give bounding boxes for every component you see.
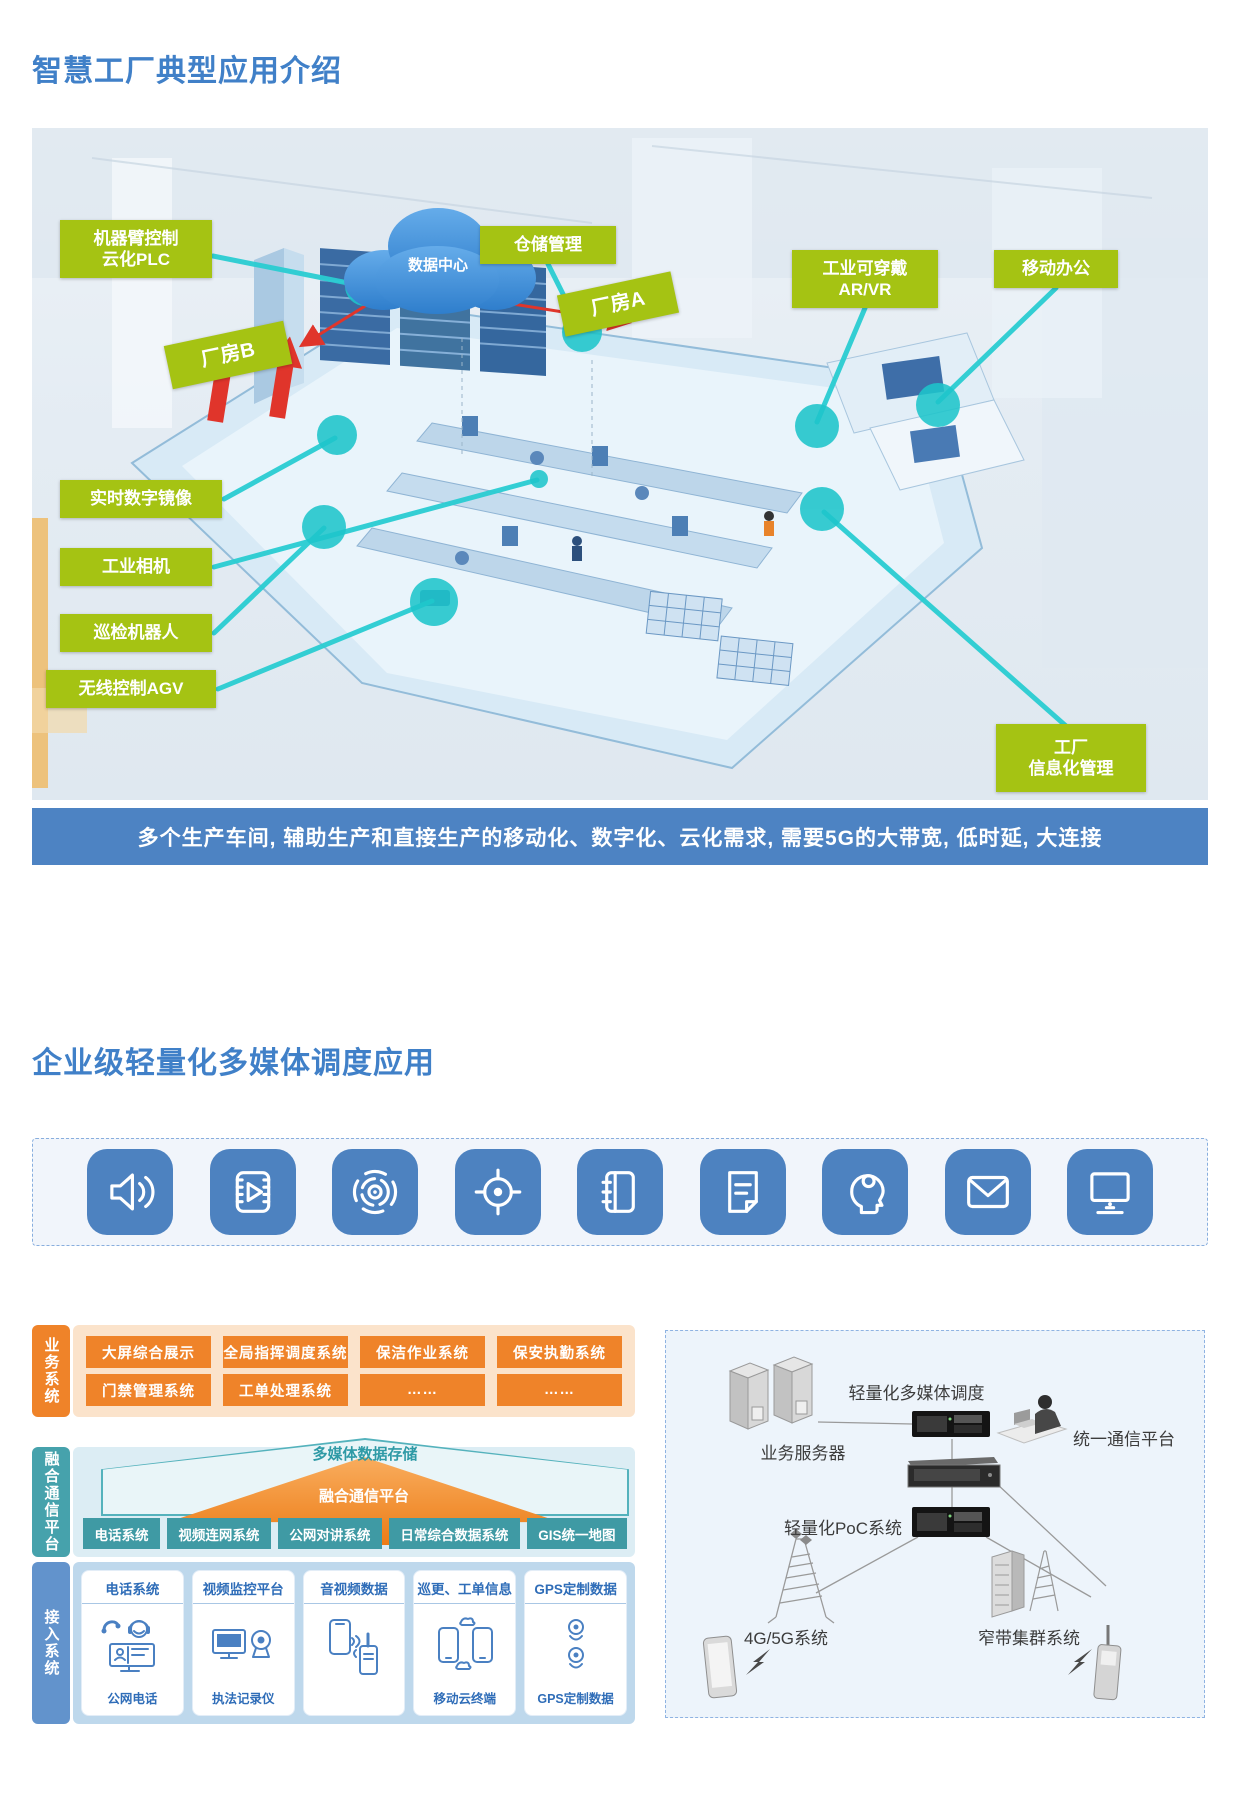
section2-title: 企业级轻量化多媒体调度应用 <box>32 1047 435 1080</box>
fusion-platform-tab: 融合通信平台 <box>32 1447 70 1557</box>
business-item: 全局指挥调度系统 <box>223 1336 348 1368</box>
access-card-patrol: 巡更、工单信息 移动云终端 <box>413 1570 517 1716</box>
fusion-item: 公网对讲系统 <box>277 1518 382 1549</box>
access-systems-panel: 电话系统 <box>73 1562 635 1724</box>
label-4g5g: 4G/5G系统 <box>743 1629 829 1648</box>
cloud-phones-icon <box>429 1604 501 1688</box>
access-systems-tab: 接入系统 <box>32 1562 70 1724</box>
business-item: 工单处理系统 <box>223 1374 348 1406</box>
label-digital-mirror: 实时数字镜像 <box>60 480 222 518</box>
nb-building <box>991 1550 1059 1618</box>
label-wearable: 工业可穿戴 AR/VR <box>792 250 938 308</box>
access-card-phone: 电话系统 <box>81 1570 184 1716</box>
fusion-item: 电话系统 <box>83 1518 160 1549</box>
fusion-arrow-label: 融合通信平台 <box>318 1488 409 1505</box>
phone-headset-icon <box>96 1604 168 1688</box>
radar-icon <box>332 1149 418 1235</box>
business-systems-panel: 大屏综合展示 全局指挥调度系统 保洁作业系统 保安执勤系统 门禁管理系统 工单处… <box>73 1325 635 1417</box>
gps-target-icon <box>454 1149 541 1235</box>
label-patrol-robot: 巡检机器人 <box>60 614 212 652</box>
dispatch-server <box>912 1411 990 1437</box>
access-card-video: 视频监控平台 执法记录仪 <box>191 1570 295 1716</box>
operator-desk <box>996 1395 1068 1444</box>
access-card-gps: GPS定制数据 GPS定制数据 <box>524 1570 627 1716</box>
speaker-icon <box>87 1149 173 1235</box>
cloud-shape <box>344 208 536 314</box>
phone-radio-icon <box>318 1604 390 1692</box>
label-nb-trunking: 窄带集群系统 <box>978 1629 1080 1648</box>
fusion-item: 日常综合数据系统 <box>388 1518 520 1549</box>
business-item: 大屏综合展示 <box>86 1336 211 1368</box>
business-item: 保洁作业系统 <box>360 1336 485 1368</box>
access-systems-group: 接入系统 电话系统 <box>32 1562 635 1724</box>
label-uc-platform: 统一通信平台 <box>1073 1430 1175 1449</box>
label-wireless-agv: 无线控制AGV <box>46 670 216 708</box>
summary-banner: 多个生产车间, 辅助生产和直接生产的移动化、数字化、云化需求, 需要5G的大带宽… <box>32 808 1208 865</box>
fusion-item: 视频连网系统 <box>166 1518 271 1549</box>
poc-server <box>912 1507 990 1537</box>
cell-tower <box>767 1529 835 1624</box>
fusion-platform-panel: 多媒体数据存储 融合通信平台 电话系统 视频连网系统 公网对讲系统 日常综合数据… <box>73 1438 635 1557</box>
capability-icon-row <box>32 1138 1208 1246</box>
smartphone <box>702 1635 738 1699</box>
access-card-av-data: 音视频数据 <box>302 1570 406 1716</box>
business-item: …… <box>497 1374 622 1406</box>
monitor-icon <box>1067 1149 1153 1235</box>
business-systems-tab: 业务系统 <box>32 1325 70 1417</box>
business-item: 保安执勤系统 <box>497 1336 622 1368</box>
notebook-icon <box>577 1149 663 1235</box>
section1-title: 智慧工厂典型应用介绍 <box>32 55 342 88</box>
walkie-talkie <box>1093 1625 1122 1701</box>
factory-illustration: 数据中心 机器臂控制 云化PLC 仓储管理 工业可穿戴 AR/VR 移动办公 厂… <box>32 128 1208 800</box>
label-mobile-office: 移动办公 <box>994 250 1118 288</box>
smart-head-icon <box>822 1149 908 1235</box>
business-systems-group: 业务系统 大屏综合展示 全局指挥调度系统 保洁作业系统 保安执勤系统 门禁管理系… <box>32 1325 635 1417</box>
core-server <box>907 1457 1001 1488</box>
label-biz-server: 业务服务器 <box>760 1444 846 1463</box>
tower-servers <box>728 1356 814 1430</box>
business-item: 门禁管理系统 <box>86 1374 211 1406</box>
video-album-icon <box>209 1149 296 1235</box>
architecture-graphic <box>702 1356 1122 1701</box>
lightning-left <box>746 1649 770 1675</box>
gps-pins-icon <box>540 1604 612 1688</box>
architecture-diagram: 业务服务器 轻量化多媒体调度 统一通信平台 轻量化PoC系统 4G/5G系统 窄… <box>665 1330 1205 1718</box>
fusion-platform-group: 融合通信平台 多媒体数据存储 融合通信平台 电话系统 视频连网系统 公网对讲系统… <box>32 1438 635 1557</box>
label-lw-poc: 轻量化PoC系统 <box>783 1519 903 1538</box>
media-storage-label: 多媒体数据存储 <box>312 1446 418 1463</box>
label-warehouse: 仓储管理 <box>480 226 616 264</box>
label-factory-it: 工厂 信息化管理 <box>996 724 1146 792</box>
label-data-center: 数据中心 <box>407 257 468 274</box>
monitor-webcam-icon <box>207 1604 279 1688</box>
label-robot-plc: 机器臂控制 云化PLC <box>60 220 212 278</box>
message-doc-icon <box>699 1149 786 1235</box>
label-industrial-camera: 工业相机 <box>60 548 212 586</box>
lightning-right <box>1068 1649 1092 1675</box>
fusion-item: GIS统一地图 <box>526 1518 628 1549</box>
label-lw-dispatch: 轻量化多媒体调度 <box>848 1384 985 1403</box>
business-item: …… <box>360 1374 485 1406</box>
mail-icon <box>944 1149 1031 1235</box>
platform-stack: 业务系统 大屏综合展示 全局指挥调度系统 保洁作业系统 保安执勤系统 门禁管理系… <box>32 1325 635 1724</box>
